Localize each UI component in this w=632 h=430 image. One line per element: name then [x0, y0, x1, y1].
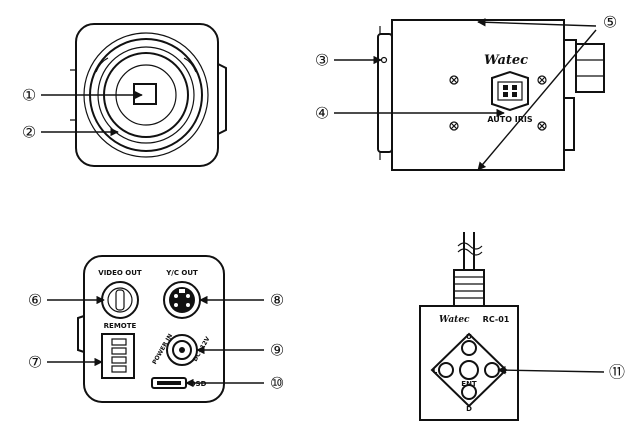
- callout-numbers: ① ② ③ ④ ⑤ ⑥ ⑦ ⑧ ⑨ ⑩ ⑪: [22, 13, 625, 393]
- rc-down-button: [461, 384, 477, 400]
- ccd-sensor: [133, 83, 157, 105]
- rc-left-button: [438, 362, 454, 378]
- camera-rear-view: VIDEO OUT Y/C OUT REMOTE POWER IN DC+12V…: [77, 255, 225, 403]
- rc-left-label: L: [433, 367, 438, 375]
- callout-3: ③: [315, 51, 329, 70]
- rc-right-button: [484, 362, 500, 378]
- remote-terminal: [101, 333, 135, 379]
- leader-lines: [41, 18, 605, 388]
- callout-10: ⑩: [270, 374, 284, 393]
- callout-7: ⑦: [28, 353, 42, 372]
- callout-6: ⑥: [28, 291, 42, 310]
- callout-1: ①: [22, 86, 36, 105]
- rc-model-label: RC-01: [483, 315, 510, 324]
- rc-up-label: U: [466, 333, 472, 341]
- callout-8: ⑧: [270, 291, 284, 310]
- brand-logo-side: Watec: [484, 53, 528, 68]
- rc-up-button: [461, 340, 477, 356]
- rc-down-label: D: [466, 405, 472, 413]
- callout-4: ④: [315, 104, 329, 123]
- rc-enter-button: [459, 360, 479, 380]
- video-out-label: VIDEO OUT: [98, 269, 142, 277]
- rc-brand-logo: Watec: [439, 315, 470, 325]
- camera-side-view: Watec AUTO IRIS: [377, 19, 605, 171]
- callout-11: ⑪: [609, 363, 625, 382]
- callout-9: ⑨: [270, 341, 284, 360]
- rc-right-label: R: [501, 367, 507, 375]
- osd-label: OSD: [190, 380, 207, 388]
- yc-out-label: Y/C OUT: [165, 269, 198, 277]
- remote-label: REMOTE: [104, 322, 137, 330]
- remote-controller: Watec RC-01 U L R D ENT: [419, 232, 519, 421]
- callout-5: ⑤: [603, 13, 617, 32]
- rc-enter-label: ENT: [461, 380, 477, 388]
- callout-2: ②: [22, 123, 36, 142]
- auto-iris-label: AUTO IRIS: [487, 115, 533, 124]
